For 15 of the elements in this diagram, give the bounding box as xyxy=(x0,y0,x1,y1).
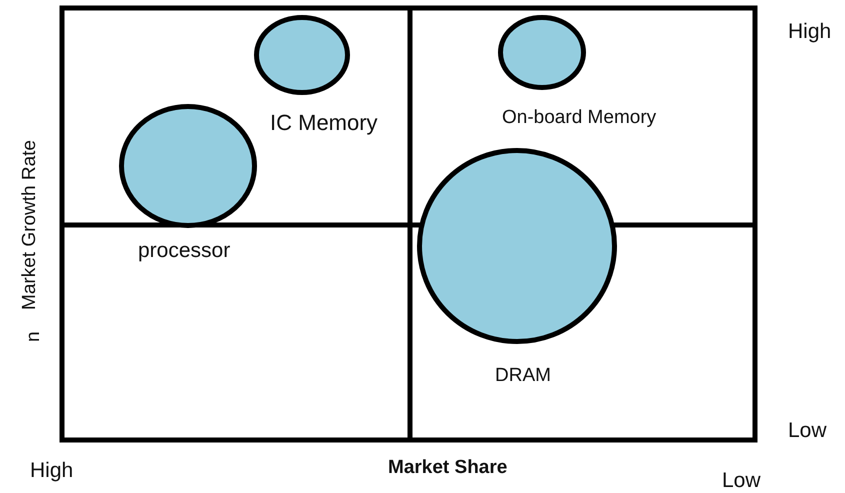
axis-end-label: High xyxy=(30,460,74,481)
bubble xyxy=(119,104,257,228)
bubble xyxy=(498,15,586,90)
bubble xyxy=(254,15,350,95)
bubble-label: DRAM xyxy=(495,366,551,385)
axis-title: Market Growth Rate xyxy=(20,140,39,310)
axis-end-label: Low xyxy=(722,470,761,491)
bubble-label: On-board Memory xyxy=(502,108,656,127)
bubble-label: IC Memory xyxy=(270,112,378,134)
axis-end-label: High xyxy=(788,21,832,42)
axis-title-fragment: n xyxy=(24,331,43,342)
bubble xyxy=(417,148,617,344)
axis-title: Market Share xyxy=(388,458,508,477)
axis-end-label: Low xyxy=(788,420,827,441)
bubble-label: processor xyxy=(138,240,230,261)
